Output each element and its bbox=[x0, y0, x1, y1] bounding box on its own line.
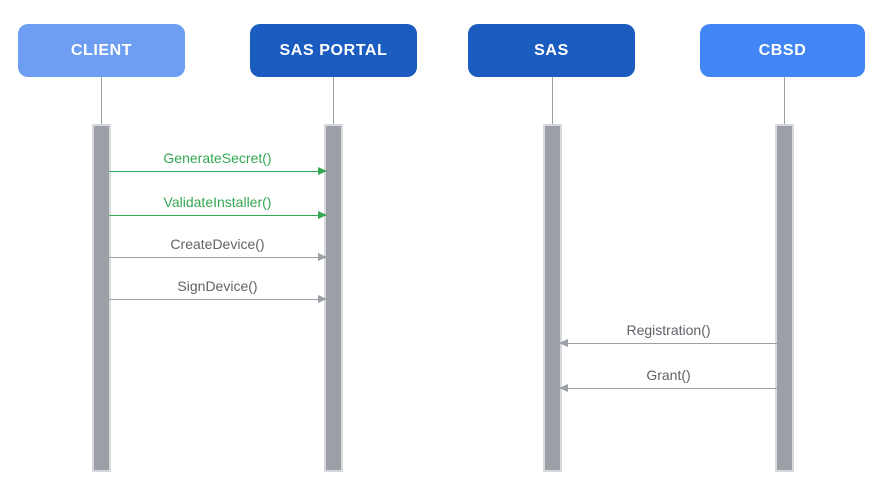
lifeline-sas-portal bbox=[333, 77, 334, 126]
actor-label-client: CLIENT bbox=[70, 41, 133, 59]
message-label: ValidateInstaller() bbox=[163, 194, 272, 210]
arrow-right-icon bbox=[109, 211, 327, 219]
message-sign-device: SignDevice() bbox=[109, 278, 327, 303]
lifeline-sas bbox=[552, 77, 553, 126]
actor-label-sas-portal: SAS PORTAL bbox=[279, 41, 388, 59]
message-generate-secret: GenerateSecret() bbox=[109, 150, 327, 175]
arrow-right-icon bbox=[109, 295, 327, 303]
actor-label-cbsd: CBSD bbox=[758, 41, 807, 59]
message-label: CreateDevice() bbox=[170, 236, 265, 252]
actor-box-sas: SAS bbox=[468, 24, 635, 77]
message-validate-installer: ValidateInstaller() bbox=[109, 194, 327, 219]
arrow-left-icon bbox=[559, 384, 777, 392]
actor-label-sas: SAS bbox=[534, 41, 569, 59]
actor-box-cbsd: CBSD bbox=[700, 24, 865, 77]
actor-box-client: CLIENT bbox=[18, 24, 185, 77]
message-label: Registration() bbox=[626, 322, 711, 338]
arrow-left-icon bbox=[559, 339, 777, 347]
activation-bar-sas bbox=[543, 124, 562, 472]
activation-bar-cbsd bbox=[775, 124, 794, 472]
lifeline-client bbox=[101, 77, 102, 126]
message-create-device: CreateDevice() bbox=[109, 236, 327, 261]
message-registration: Registration() bbox=[559, 322, 777, 347]
actor-box-sas-portal: SAS PORTAL bbox=[250, 24, 417, 77]
message-label: Grant() bbox=[646, 367, 691, 383]
message-grant: Grant() bbox=[559, 367, 777, 392]
arrow-right-icon bbox=[109, 167, 327, 175]
message-label: SignDevice() bbox=[177, 278, 258, 294]
message-label: GenerateSecret() bbox=[163, 150, 272, 166]
arrow-right-icon bbox=[109, 253, 327, 261]
activation-bar-client bbox=[92, 124, 111, 472]
lifeline-cbsd bbox=[784, 77, 785, 126]
